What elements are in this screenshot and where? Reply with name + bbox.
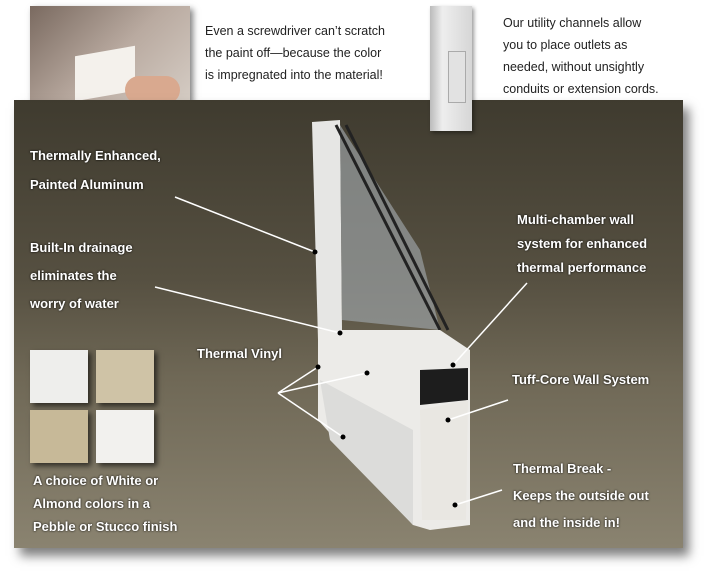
label-line: Thermal Break - [513, 461, 612, 476]
glass-edge [334, 124, 442, 331]
caption-line: is impregnated into the material! [205, 68, 383, 82]
label-line: system for enhanced [517, 236, 648, 251]
label-multichamber: Multi-chamber wall system for enhanced t… [517, 208, 647, 280]
label-line: Painted Aluminum [30, 177, 144, 192]
swatch-almond-stucco [30, 410, 88, 463]
swatch-white-pebble [30, 350, 88, 403]
screwdriver-photo [30, 6, 190, 116]
vinyl-face [320, 380, 413, 525]
caption-line: the paint off—because the color [205, 46, 382, 60]
swatch-white-stucco [96, 410, 154, 463]
glass-edge [344, 124, 450, 331]
caption-line: Even a screwdriver can’t scratch [205, 24, 385, 38]
utility-channel-photo [430, 6, 472, 131]
caption-line: you to place outlets as [503, 38, 628, 52]
label-line: eliminates the [30, 268, 117, 283]
callout-dots [312, 249, 458, 508]
label-thermal-vinyl: Thermal Vinyl [197, 346, 283, 361]
multi-chamber [420, 368, 468, 405]
aluminum-frame [312, 120, 342, 340]
label-tuff-core: Tuff-Core Wall System [512, 372, 650, 387]
caption-line: conduits or extension cords. [503, 82, 659, 96]
scratch-caption: Even a screwdriver can’t scratch the pai… [205, 20, 385, 86]
swatch-almond-pebble [96, 350, 154, 403]
label-line: worry of water [30, 296, 119, 311]
label-line: Almond colors in a [33, 496, 151, 511]
label-finish: A choice of White or Almond colors in a … [33, 469, 177, 538]
label-line: Thermally Enhanced, [30, 148, 161, 163]
label-line: Multi-chamber wall [517, 212, 635, 227]
caption-line: needed, without unsightly [503, 60, 645, 74]
label-line: Keeps the outside out [513, 488, 649, 503]
label-line: and the inside in! [513, 515, 620, 530]
outlet-icon [448, 51, 466, 103]
label-aluminum: Thermally Enhanced, Painted Aluminum [30, 141, 161, 199]
tuff-core [420, 400, 468, 520]
hand [125, 76, 180, 104]
caption-line: Our utility channels allow [503, 16, 642, 30]
label-line: A choice of White or [33, 473, 159, 488]
callout-lines [154, 196, 528, 506]
label-line: thermal performance [517, 260, 647, 275]
outlet-caption: Our utility channels allow you to place … [503, 12, 659, 100]
label-line: Pebble or Stucco finish [33, 519, 178, 534]
label-drainage: Built-In drainage eliminates the worry o… [30, 234, 133, 318]
label-line: Built-In drainage [30, 240, 133, 255]
label-thermal-break: Thermal Break - Keeps the outside out an… [513, 455, 649, 536]
